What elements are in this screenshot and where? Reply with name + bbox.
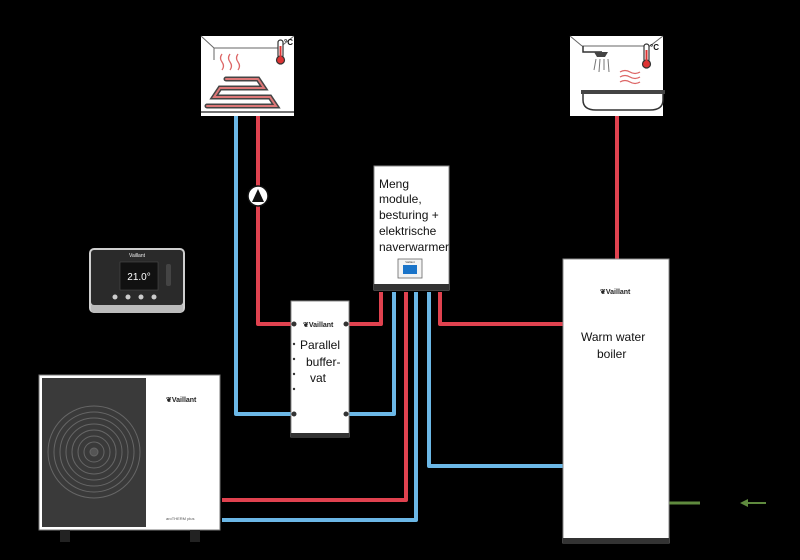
pipe-boiler-return — [427, 292, 563, 468]
mixing-label-line: besturing + — [379, 208, 439, 222]
pipe-floor-supply — [256, 116, 292, 326]
circulation-pump-icon — [247, 185, 269, 207]
heat-waves-icon — [619, 69, 641, 85]
heat-waves-icon — [219, 53, 241, 71]
boiler-brand: Vaillant — [606, 289, 631, 296]
floor-heating-room — [200, 35, 295, 116]
thermometer-icon — [641, 43, 652, 69]
mixing-module — [373, 165, 450, 291]
bath-room — [569, 35, 665, 116]
pipe-floor-return — [234, 116, 292, 416]
fan-grille-icon — [47, 405, 141, 499]
thermostat-brand: Vaillant — [129, 253, 146, 259]
boiler-label-line: Warm water — [581, 330, 645, 344]
mixing-module-label: Meng module, besturing + elektrische nav… — [379, 177, 449, 254]
pipe-heatpump-supply — [222, 292, 408, 502]
buffer-tank — [290, 300, 350, 438]
room-thermostat — [89, 248, 185, 313]
bathtub-icon — [581, 90, 665, 111]
thermostat-temperature: 21.0° — [127, 272, 150, 283]
buffer-label-line: buffer- — [306, 355, 340, 369]
mixing-label-line: elektrische — [379, 224, 437, 238]
inlet-arrow-icon — [740, 499, 766, 507]
pipe-heatpump-return — [222, 292, 418, 522]
buffer-label-line: vat — [310, 371, 327, 385]
buffer-label-line: Parallel — [300, 338, 340, 352]
heatpump-brand-logo: ❦Vaillant — [166, 396, 197, 404]
pipe-buffer-return-out — [349, 292, 396, 416]
pipe-boiler-supply — [438, 292, 563, 326]
buffer-tank-label: Parallel buffer- vat — [300, 338, 344, 385]
bath-temp-unit: °C — [650, 43, 659, 52]
floor-temp-unit: °C — [284, 38, 293, 47]
boiler-label: Warm water boiler — [581, 330, 649, 361]
heatpump-brand: Vaillant — [172, 397, 197, 404]
shower-head-icon — [582, 46, 610, 73]
mixing-label-line: Meng — [379, 177, 409, 191]
buffer-brand-logo: ❦Vaillant — [303, 321, 334, 329]
thermometer-icon — [275, 39, 286, 65]
heat-pump-outdoor-unit — [38, 374, 221, 542]
boiler-brand-logo: ❦Vaillant — [600, 288, 631, 296]
mixing-label-line: naverwarmer — [379, 240, 449, 254]
mixing-label-line: module, — [379, 192, 422, 206]
mixing-screen-brand: Vaillant — [405, 260, 415, 264]
buffer-brand: Vaillant — [309, 322, 334, 329]
heatpump-model: aroTHERM plus — [166, 516, 194, 521]
dhw-boiler — [562, 258, 670, 544]
pipe-buffer-supply-out — [349, 292, 383, 326]
boiler-label-line: boiler — [597, 347, 626, 361]
